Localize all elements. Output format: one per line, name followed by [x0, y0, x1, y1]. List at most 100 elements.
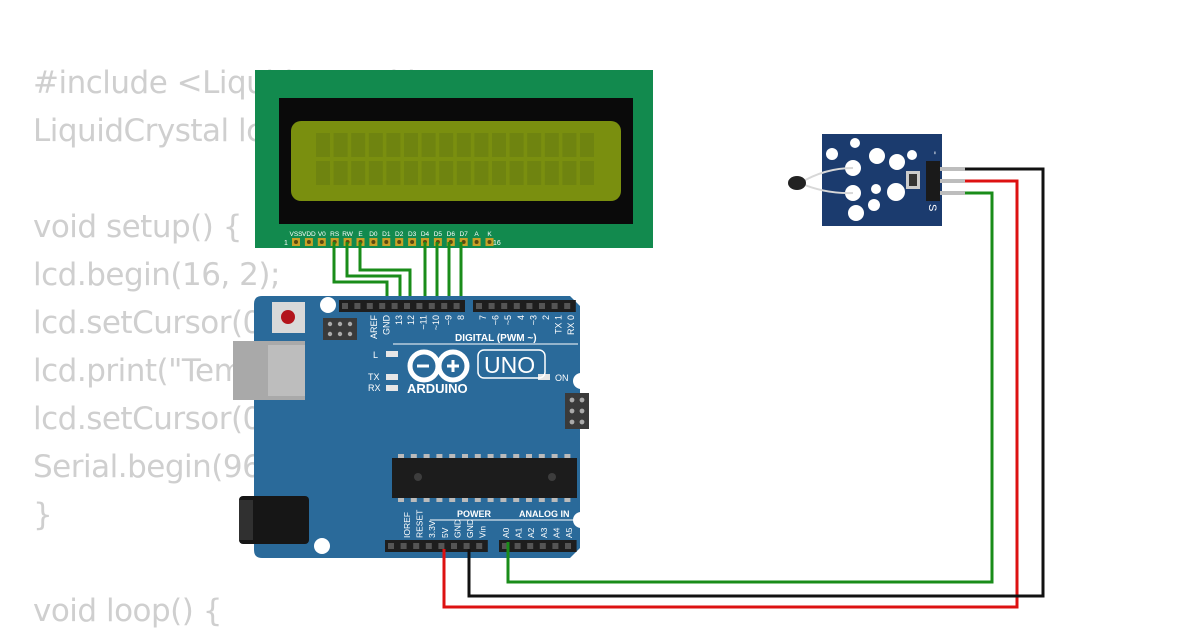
- pin-label: ~5: [503, 315, 513, 325]
- header-socket[interactable]: [428, 303, 435, 309]
- chip-leg: [423, 454, 430, 459]
- uno-badge: [477, 349, 546, 379]
- lcd-wires: [332, 242, 463, 302]
- pin-label: A1: [514, 527, 524, 538]
- thermistor-sensor-module[interactable]: - S: [788, 134, 965, 226]
- header-socket[interactable]: [551, 303, 558, 309]
- pin-label: ~9: [443, 315, 453, 325]
- lcd-char-cell: [316, 161, 330, 185]
- pin-label: TX 1: [554, 315, 564, 334]
- pin-label: 7: [478, 315, 488, 320]
- header-socket[interactable]: [476, 303, 482, 309]
- code-line: void loop() {: [33, 593, 222, 629]
- header-socket[interactable]: [438, 543, 445, 549]
- header-socket[interactable]: [413, 543, 420, 549]
- pin-label: ~6: [491, 315, 501, 325]
- header-socket[interactable]: [441, 303, 448, 309]
- lcd-char-cell: [386, 161, 401, 185]
- led-tx-label: TX: [368, 372, 380, 382]
- power-jack[interactable]: [239, 496, 309, 544]
- chip-leg: [564, 454, 571, 459]
- lcd-pin-label: D7: [460, 231, 469, 238]
- header-socket[interactable]: [366, 303, 373, 309]
- chip-leg: [462, 497, 468, 502]
- lcd-pin-label: E: [358, 231, 363, 238]
- header-socket[interactable]: [391, 303, 398, 309]
- chip-leg: [449, 497, 456, 502]
- lcd-char-cell: [527, 133, 542, 157]
- chip-leg: [410, 497, 417, 502]
- led-rx: [386, 385, 398, 391]
- pin-label: AREF: [369, 315, 379, 340]
- pin-label: 13: [394, 315, 404, 325]
- digital-pwm-label: DIGITAL (PWM ~): [455, 333, 537, 344]
- lcd-pin-hole: [371, 240, 376, 244]
- lcd-char-cell: [509, 133, 524, 157]
- code-line: }: [33, 497, 53, 533]
- lcd-char-cell: [333, 133, 348, 157]
- wire-vcc: [442, 179, 1019, 609]
- header-socket[interactable]: [342, 303, 348, 309]
- header-socket[interactable]: [453, 303, 460, 309]
- header-socket[interactable]: [476, 543, 483, 549]
- wire-rs: [332, 242, 389, 302]
- chip-leg: [538, 454, 545, 459]
- header-socket[interactable]: [379, 303, 386, 309]
- header-socket[interactable]: [502, 543, 508, 549]
- header-socket[interactable]: [451, 543, 457, 549]
- header-socket[interactable]: [539, 543, 546, 549]
- lcd-char-cell: [527, 161, 542, 185]
- header-socket[interactable]: [514, 543, 521, 549]
- header-socket[interactable]: [488, 303, 495, 309]
- header-socket[interactable]: [463, 543, 470, 549]
- lcd-pin-label: A: [474, 231, 479, 238]
- header-socket[interactable]: [513, 303, 520, 309]
- code-line: void setup() {: [33, 209, 242, 245]
- header-socket[interactable]: [526, 303, 533, 309]
- mounting-hole: [573, 373, 589, 389]
- header-socket[interactable]: [564, 303, 571, 309]
- lcd-char-cell: [492, 161, 506, 185]
- lcd-char-cell: [439, 133, 454, 157]
- sensor-pad: [868, 199, 880, 211]
- header-socket[interactable]: [501, 303, 508, 309]
- lcd-char-cell: [404, 161, 418, 185]
- pin-label: 12: [406, 315, 416, 325]
- led-rx-label: RX: [368, 383, 381, 393]
- pin-label: A2: [526, 527, 536, 538]
- header-socket[interactable]: [425, 543, 432, 549]
- header-socket[interactable]: [388, 543, 394, 549]
- header-socket[interactable]: [416, 303, 423, 309]
- header-socket[interactable]: [565, 543, 571, 549]
- pin-label: GND: [465, 519, 475, 538]
- mounting-hole: [320, 297, 336, 313]
- lcd-char-cell: [456, 161, 471, 185]
- lcd-char-cell: [544, 161, 559, 185]
- pin-label: 4: [516, 315, 526, 320]
- chip-leg: [474, 497, 481, 502]
- pin-label: A3: [539, 527, 549, 538]
- header-socket[interactable]: [354, 303, 361, 309]
- chip-leg: [487, 454, 494, 459]
- lcd-char-cell: [562, 133, 577, 157]
- thermistor-bead: [788, 176, 806, 190]
- sensor-pad: [871, 184, 881, 194]
- led-on-label: ON: [555, 373, 569, 383]
- chip-leg: [436, 497, 443, 502]
- header-socket[interactable]: [400, 543, 407, 549]
- lcd-char-cell: [351, 133, 366, 157]
- sensor-pad: [850, 138, 860, 148]
- lcd-char-cell: [404, 133, 418, 157]
- header-socket[interactable]: [404, 303, 410, 309]
- uno-model-label: UNO: [484, 352, 535, 378]
- icsp-header-small: [323, 318, 357, 340]
- header-socket[interactable]: [527, 543, 534, 549]
- lcd-char-cell: [580, 161, 594, 185]
- header-socket[interactable]: [552, 543, 559, 549]
- usb-port-shell: [268, 345, 305, 396]
- code-line: lcd.begin(16, 2);: [33, 257, 280, 293]
- header-socket[interactable]: [539, 303, 545, 309]
